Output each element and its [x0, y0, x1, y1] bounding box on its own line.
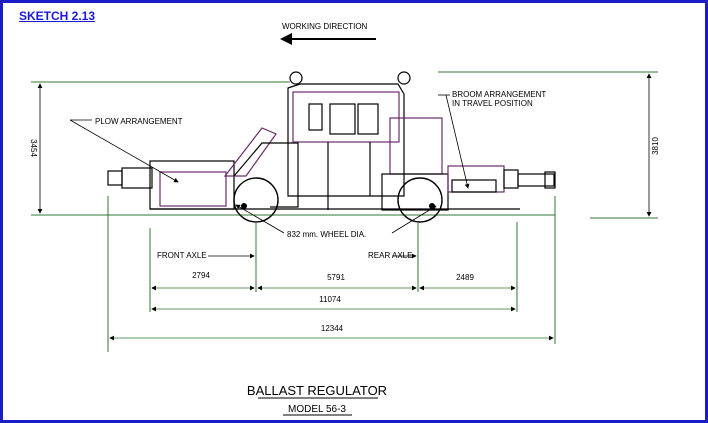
- wheel-leader-front: [235, 204, 285, 234]
- wheel-diameter-label: 832 mm. WHEEL DIA.: [287, 230, 366, 239]
- sketch-label[interactable]: SKETCH 2.13: [19, 9, 96, 23]
- front-axle-label: FRONT AXLE: [157, 251, 207, 260]
- broom-leader: [445, 94, 470, 189]
- broom-label-line1: BROOM ARRANGEMENT: [452, 90, 546, 99]
- working-direction-label: WORKING DIRECTION: [282, 22, 368, 31]
- plow-arrangement-label: PLOW ARRANGEMENT: [95, 117, 183, 126]
- model-label: MODEL 56-3: [288, 404, 346, 415]
- height-reference-lines: [31, 71, 658, 219]
- overall-body-value: 11074: [319, 295, 341, 304]
- plow-leader: [69, 119, 179, 183]
- length-dimension-lines: [109, 285, 554, 341]
- rear-height-value: 3810: [651, 137, 660, 155]
- wheelbase-value: 5791: [327, 273, 345, 282]
- rear-overhang-value: 2489: [456, 273, 474, 282]
- wheel-leader-rear: [391, 205, 437, 234]
- overall-length-value: 12344: [321, 324, 344, 333]
- broom-label-line2: IN TRAVEL POSITION: [452, 99, 533, 108]
- front-overhang-value: 2794: [192, 271, 210, 280]
- axle-reference-lines: [107, 196, 556, 352]
- rear-axle-label: REAR AXLE: [368, 251, 412, 260]
- machine-outline: [107, 71, 556, 211]
- drawing-title: BALLAST REGULATOR: [247, 383, 387, 398]
- front-height-value: 3454: [29, 139, 38, 157]
